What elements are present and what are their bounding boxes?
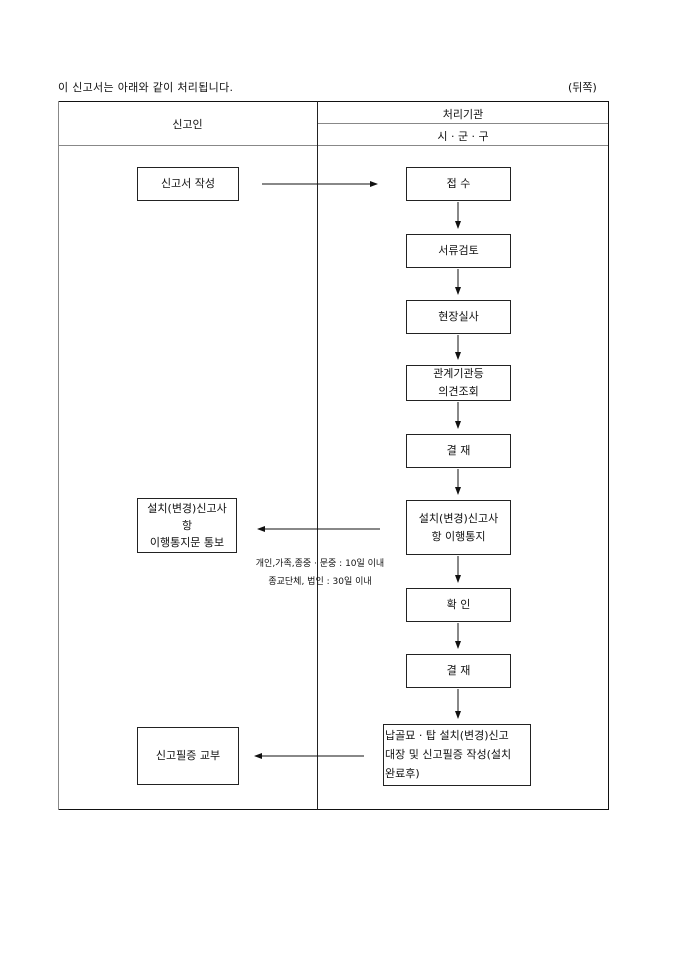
step-approval-1: 결 재 bbox=[406, 434, 511, 468]
deadline-note-organization: 종교단체, 법인 : 30일 이내 bbox=[268, 577, 372, 587]
step-certificate-issue: 신고필증 교부 bbox=[137, 727, 239, 785]
step-label: 서류검토 bbox=[438, 244, 479, 257]
step-label: 신고필증 교부 bbox=[155, 749, 221, 762]
column-divider bbox=[317, 101, 318, 810]
intro-text: 이 신고서는 아래와 같이 처리됩니다. bbox=[58, 81, 234, 94]
deadline-note-individual: 개인,가족,종중 · 문중 : 10일 이내 bbox=[255, 559, 385, 569]
step-label: 접 수 bbox=[446, 177, 471, 190]
table-right-border bbox=[608, 101, 609, 810]
header-sub-divider bbox=[317, 123, 609, 124]
header-processor-sub: 시 · 군 · 구 bbox=[437, 130, 489, 143]
step-label: 현장실사 bbox=[438, 310, 479, 323]
table-top-border bbox=[58, 101, 609, 102]
step-label: 납골묘 · 탑 설치(변경)신고 대장 및 신고필증 작성(설치 완료후) bbox=[385, 729, 512, 780]
page-side-label: (뒤쪽) bbox=[568, 81, 597, 94]
step-label: 관계기관등 의견조회 bbox=[433, 367, 484, 398]
step-receipt: 접 수 bbox=[406, 167, 511, 201]
table-left-border bbox=[58, 101, 59, 810]
step-site-inspection: 현장실사 bbox=[406, 300, 511, 334]
step-label: 결 재 bbox=[446, 664, 471, 677]
step-agency-consultation: 관계기관등 의견조회 bbox=[406, 365, 511, 401]
step-fulfillment-notice: 설치(변경)신고사 항 이행통지 bbox=[406, 500, 511, 555]
step-register-and-certificate: 납골묘 · 탑 설치(변경)신고 대장 및 신고필증 작성(설치 완료후) bbox=[383, 724, 531, 786]
header-applicant: 신고인 bbox=[172, 118, 203, 131]
step-confirmation: 확 인 bbox=[406, 588, 511, 622]
header-bottom-border bbox=[58, 145, 609, 146]
step-approval-2: 결 재 bbox=[406, 654, 511, 688]
step-label: 신고서 작성 bbox=[160, 177, 216, 190]
step-label: 확 인 bbox=[446, 598, 471, 611]
step-label: 결 재 bbox=[446, 444, 471, 457]
step-document-review: 서류검토 bbox=[406, 234, 511, 268]
step-write-report: 신고서 작성 bbox=[137, 167, 239, 201]
header-processor: 처리기관 bbox=[442, 108, 484, 121]
step-label: 설치(변경)신고사 항 이행통지 bbox=[418, 511, 499, 543]
step-notice-delivery: 설치(변경)신고사 항 이행통지문 통보 bbox=[137, 498, 237, 553]
step-label: 설치(변경)신고사 항 이행통지문 통보 bbox=[147, 502, 227, 549]
table-bottom-border bbox=[58, 809, 609, 810]
